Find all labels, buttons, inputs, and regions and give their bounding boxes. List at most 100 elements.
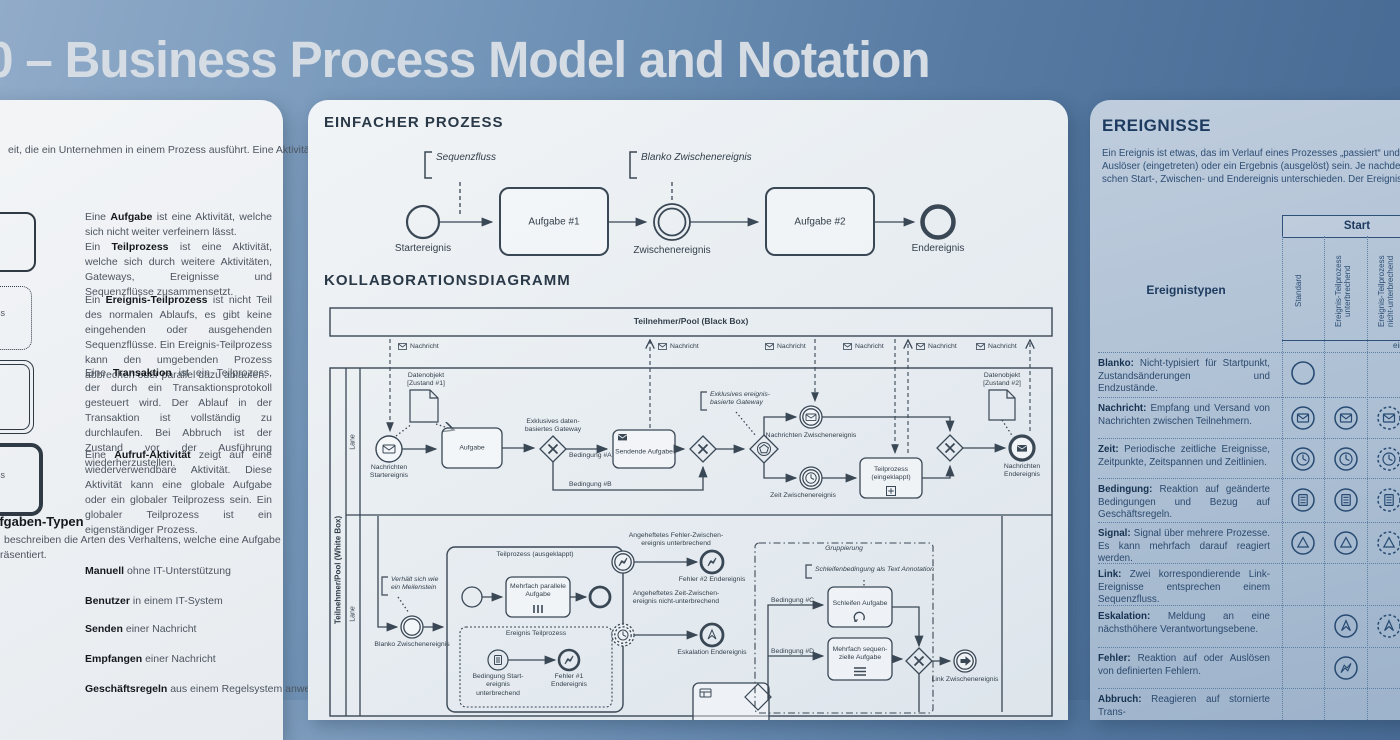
event-row-eskalation: Eskalation: Meldung an eine nächsthöhere… <box>1098 605 1400 648</box>
group-label: Gruppierung <box>825 545 863 552</box>
blank-event-annotation: Blanko Zwischenereignis <box>641 152 752 163</box>
exclusive-gateway-2 <box>689 435 717 463</box>
event-row-nachricht: Nachricht: Empfang und Versand von Nachr… <box>1098 397 1400 439</box>
start-event <box>405 204 441 240</box>
events-heading: EREIGNISSE <box>1102 116 1211 135</box>
call-activity-shape <box>0 443 43 516</box>
signal-event-icon <box>1331 528 1361 558</box>
send-task-label: Sendende Aufgabe <box>615 448 673 456</box>
events-panel: EREIGNISSE Ein Ereignis ist etwas, das i… <box>1090 100 1400 720</box>
task-type-manuell: Manuell ohne IT-Unterstützung <box>85 565 231 577</box>
escalation-end-label: Eskalation Endereignis <box>677 649 747 656</box>
message-flow-label-4: Nachricht <box>843 343 884 350</box>
definition-aufgabe: Eine Aufgabe ist eine Aktivität, welche … <box>85 211 273 298</box>
task-types-intro-1: beschreiben die Arten des Verhaltens, we… <box>4 534 281 546</box>
data-object-1 <box>409 389 439 423</box>
message-start-event <box>375 435 403 463</box>
signal-event-icon <box>1288 528 1318 558</box>
subcol-interrupting: Ereignis-Teilprozess unterbrechend <box>1334 255 1353 327</box>
end-event <box>920 204 956 240</box>
page-title: 0 – Business Process Model and Notation <box>0 31 931 88</box>
intermediate-event-label: Zwischenereignis <box>633 245 711 256</box>
conditional-event-dashed-icon <box>1374 485 1400 515</box>
data-object-2 <box>988 389 1016 421</box>
start-event-label: Startereignis <box>394 243 452 254</box>
activities-intro-fragment: eit, die ein Unternehmen in einem Prozes… <box>8 144 313 156</box>
collapsed-subprocess-label: Teilprozess (eingeklappt) <box>871 466 911 482</box>
condition-d-label: Bedingung #D <box>771 648 815 655</box>
expanded-subprocess-label: Teilprozess (ausgeklappt) <box>496 551 574 558</box>
error-end-2-label: Fehler #2 Endereignis <box>678 576 746 583</box>
transaction-shape <box>0 360 34 434</box>
task1-label: Aufgabe #1 <box>528 216 580 228</box>
error-event-icon <box>1331 653 1361 683</box>
group-boundary <box>754 542 934 714</box>
conditional-event-icon <box>1288 485 1318 515</box>
task-types-heading: Aufgaben-Typen <box>0 514 84 529</box>
condition-c-label: Bedingung #C <box>771 597 815 604</box>
loop-annotation: Schleifenbedingung als Text Annotation <box>815 566 934 573</box>
subcol-standard: Standard <box>1294 274 1303 308</box>
timer-event-icon <box>1288 444 1318 474</box>
message-intermediate-label: Nachrichten Zwischenereignis <box>765 432 857 439</box>
sequence-flow-annotation: Sequenzfluss <box>436 152 497 163</box>
message-event-icon <box>1288 403 1318 433</box>
data-object-2-label: Datenobjekt [Zustand #2] <box>983 372 1021 388</box>
timer-event-dashed-icon <box>1374 444 1400 474</box>
white-box-pool-label: Teilnehmer/Pool (White Box) <box>333 515 343 625</box>
event-subprocess-shape <box>0 286 32 350</box>
mode-label-eintretend: eintretend <box>1393 341 1400 350</box>
condition-b-label: Bedingung #B <box>569 481 612 488</box>
lane2-label: Lane <box>349 606 357 622</box>
event-row-abbruch: Abbruch: Reagieren auf stornierte Trans- <box>1098 688 1400 720</box>
event-row-link: Link: Zwei korrespondierende Link-Ereign… <box>1098 563 1400 606</box>
event-row-signal: Signal: Signal über mehrere Prozesse. Es… <box>1098 522 1400 564</box>
task-type-benutzer: Benutzer in einem IT-System <box>85 595 223 607</box>
event-row-blanko: Blanko: Nicht-typisiert für Startpunkt, … <box>1098 352 1400 398</box>
diagram-canvas <box>329 151 1053 720</box>
activities-panel: eit, die ein Unternehmen in einem Prozes… <box>0 100 334 740</box>
message-flow-label-3: Nachricht <box>765 343 806 350</box>
multi-sequential-task-label: Mehrfach sequen-zielle Aufgabe <box>832 646 888 662</box>
error-end-event-1 <box>557 648 581 672</box>
sub-end-event <box>588 585 612 609</box>
task-shape <box>0 212 36 272</box>
signal-event-dashed-icon <box>1374 528 1400 558</box>
event-row-zeit: Zeit: Periodische zeitliche Ereignisse, … <box>1098 438 1400 479</box>
transaction-inner-shape <box>0 364 30 430</box>
subcol-non-interrupting: Ereignis-Teilprozess nicht-unterbrechend <box>1377 255 1396 327</box>
definition-transaktion: Eine Transaktion ist ein Teilprozess, de… <box>85 367 272 469</box>
definition-aufruf-aktivitaet: Eine Aufruf-Aktivität zeigt auf eine wie… <box>85 449 272 536</box>
milestone-annotation: Verhält sich wie ein Meilenstein <box>391 576 439 592</box>
timer-event-icon <box>1331 444 1361 474</box>
message-flow-label-6: Nachricht <box>976 343 1017 350</box>
task-aufgabe-label: Aufgabe <box>459 444 485 452</box>
gateway-1-label: Exklusives daten-basiertes Gateway <box>524 418 582 434</box>
shape-text-fragment: ss <box>0 308 5 318</box>
events-intro-2: Auslöser (eingetreten) oder ein Ergebnis… <box>1102 161 1400 172</box>
collaboration-heading: KOLLABORATIONSDIAGRAMM <box>324 272 571 289</box>
task2-label: Aufgabe #2 <box>794 216 846 228</box>
task-types-intro-2: räsentiert. <box>0 549 47 561</box>
black-box-pool <box>329 307 1053 337</box>
link-intermediate-label: Link Zwischenereignis <box>931 676 999 683</box>
message-end-event-label: Nachrichten Endereignis <box>1003 463 1041 479</box>
condition-a-label: Bedingung #A <box>569 452 612 459</box>
message-event-icon <box>1331 403 1361 433</box>
message-flow-label-1: Nachricht <box>398 343 439 350</box>
escalation-end-event <box>699 622 725 648</box>
process-panel: EINFACHER PROZESS KOLLABORATIONSDIAGRAMM <box>308 100 1068 720</box>
blank-event-icon <box>1288 358 1318 388</box>
events-intro-1: Ein Ereignis ist etwas, das im Verlauf e… <box>1102 148 1400 159</box>
converging-gateway-1 <box>936 434 964 462</box>
task-type-empfangen: Empfangen einer Nachricht <box>85 653 216 665</box>
task-type-geschaeftsregeln: Geschäftsregeln aus einem Regelsystem an… <box>85 683 334 695</box>
subheader-divider <box>1282 340 1400 341</box>
definition-ereignis-teilprozess: Ein Ereignis-Teilprozess ist nicht Teil … <box>85 294 273 381</box>
message-flow-label-5: Nachricht <box>916 343 957 350</box>
event-row-fehler: Fehler: Reaktion auf oder Auslösen von d… <box>1098 647 1400 689</box>
message-flow-label-2: Nachricht <box>658 343 699 350</box>
escalation-event-icon <box>1331 611 1361 641</box>
message-event-dashed-icon <box>1374 403 1400 433</box>
boundary-timer-annotation: Angeheftetes Zeit-Zwischen-ereignis nich… <box>632 590 720 606</box>
